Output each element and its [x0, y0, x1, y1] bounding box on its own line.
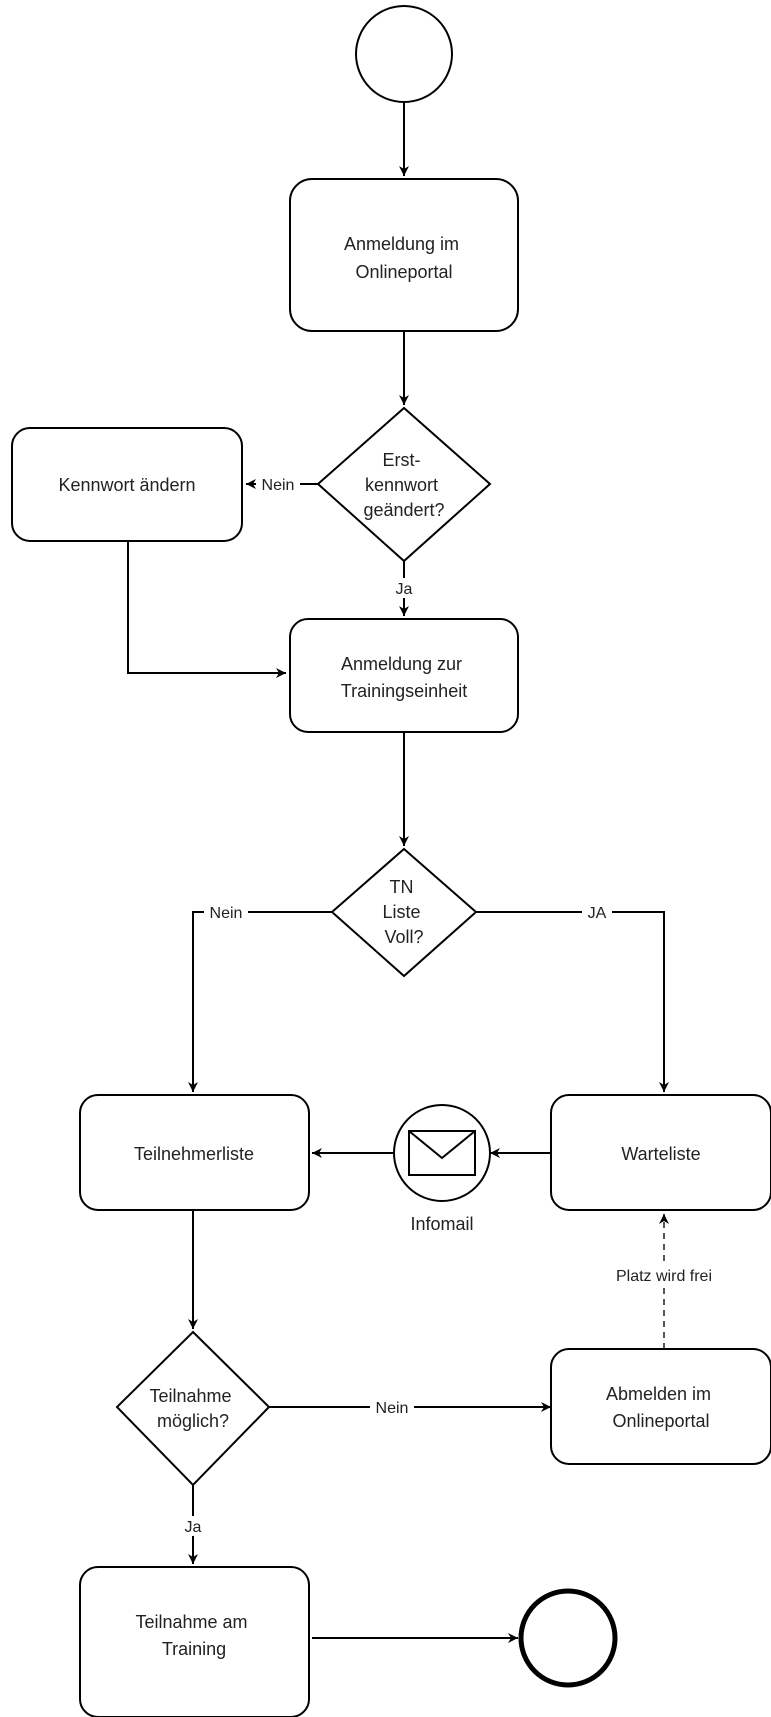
- task-teilnahme-training: [79, 1566, 310, 1717]
- task-teilnahme-training-label: Teilnahme am Training: [135, 1612, 252, 1659]
- start-event: [355, 5, 453, 103]
- gateway-erstkennwort-label: Erst- kennwort geändert?: [363, 450, 444, 520]
- edge-tnliste-to-warteliste: [476, 911, 669, 1092]
- task-anmeldung-trainingseinheit-line-1: Anmeldung zur: [341, 654, 462, 674]
- gateway-tn-liste-voll-line-2: Liste: [382, 902, 420, 922]
- edge-label-nein-tn: Nein: [210, 905, 243, 922]
- gateway-teilnahme-moeglich-line-2: möglich?: [157, 1411, 229, 1431]
- gateway-tn-liste-voll-label: TN Liste Voll?: [382, 877, 425, 947]
- task-teilnahme-training-line-2: Training: [162, 1639, 226, 1659]
- envelope-icon: [408, 1130, 476, 1176]
- gateway-erstkennwort-line-1: Erst-: [382, 450, 420, 470]
- gateway-teilnahme-moeglich-label: Teilnahme möglich?: [149, 1386, 236, 1431]
- task-kennwort-aendern-label: Kennwort ändern: [58, 475, 195, 495]
- task-anmeldung-onlineportal: [289, 178, 519, 332]
- task-warteliste: [550, 1094, 771, 1211]
- edge-label-bg-platz-frei: [604, 1264, 724, 1286]
- gateway-tn-liste-voll-line-3: Voll?: [384, 927, 423, 947]
- task-anmeldung-onlineportal-label: Anmeldung im Onlineportal: [344, 234, 464, 282]
- edge-label-bg-nein-tn: [204, 902, 248, 922]
- infomail-label: Infomail: [410, 1214, 473, 1234]
- edge-label-platz-frei: Platz wird frei: [616, 1268, 712, 1285]
- edge-label-ja-teilnahme: Ja: [185, 1519, 202, 1536]
- edge-kennwort-to-training: [127, 541, 286, 678]
- edge-label-bg-nein-kennwort: [256, 474, 300, 494]
- task-teilnahme-training-line-1: Teilnahme am: [135, 1612, 247, 1632]
- task-warteliste-label: Warteliste: [621, 1144, 700, 1164]
- task-anmeldung-trainingseinheit-label: Anmeldung zur Trainingseinheit: [341, 654, 467, 701]
- edge-label-bg-nein-teilnahme: [370, 1397, 414, 1417]
- edge-label-ja-tn: JA: [588, 905, 607, 922]
- gateway-erstkennwort-line-2: kennwort: [365, 475, 438, 495]
- gateway-erstkennwort: [316, 406, 492, 563]
- task-abmelden-onlineportal: [550, 1348, 771, 1465]
- edge-label-bg-ja-kennwort: [392, 578, 416, 598]
- task-teilnehmerliste: [79, 1094, 310, 1211]
- task-abmelden-onlineportal-line-2: Onlineportal: [612, 1411, 709, 1431]
- task-anmeldung-trainingseinheit: [289, 618, 519, 733]
- edge-labels: Nein Ja Nein JA Platz wird frei Nein Ja: [181, 474, 724, 1536]
- gateway-tn-liste-voll-line-1: TN: [389, 877, 413, 897]
- gateway-tn-liste-voll: [330, 847, 478, 978]
- task-anmeldung-trainingseinheit-line-2: Trainingseinheit: [341, 681, 467, 701]
- edge-label-nein-teilnahme: Nein: [376, 1400, 409, 1417]
- edge-label-ja-kennwort: Ja: [396, 581, 413, 598]
- task-anmeldung-onlineportal-line-1: Anmeldung im: [344, 234, 459, 254]
- task-abmelden-onlineportal-line-1: Abmelden im: [606, 1384, 711, 1404]
- task-teilnehmerliste-label: Teilnehmerliste: [134, 1144, 254, 1164]
- gateway-teilnahme-moeglich-line-1: Teilnahme: [149, 1386, 231, 1406]
- infomail-event: [393, 1104, 491, 1202]
- gateway-erstkennwort-line-3: geändert?: [363, 500, 444, 520]
- task-abmelden-onlineportal-label: Abmelden im Onlineportal: [606, 1384, 716, 1431]
- edge-label-bg-ja-tn: [582, 902, 612, 922]
- edge-label-bg-ja-teilnahme: [181, 1516, 205, 1536]
- edge-tnliste-to-teilnehmerliste: [188, 911, 332, 1092]
- edge-label-nein-kennwort: Nein: [262, 477, 295, 494]
- task-anmeldung-onlineportal-line-2: Onlineportal: [355, 262, 452, 282]
- gateway-teilnahme-moeglich: [115, 1330, 271, 1487]
- task-kennwort-aendern: [11, 427, 243, 542]
- end-event: [518, 1588, 618, 1688]
